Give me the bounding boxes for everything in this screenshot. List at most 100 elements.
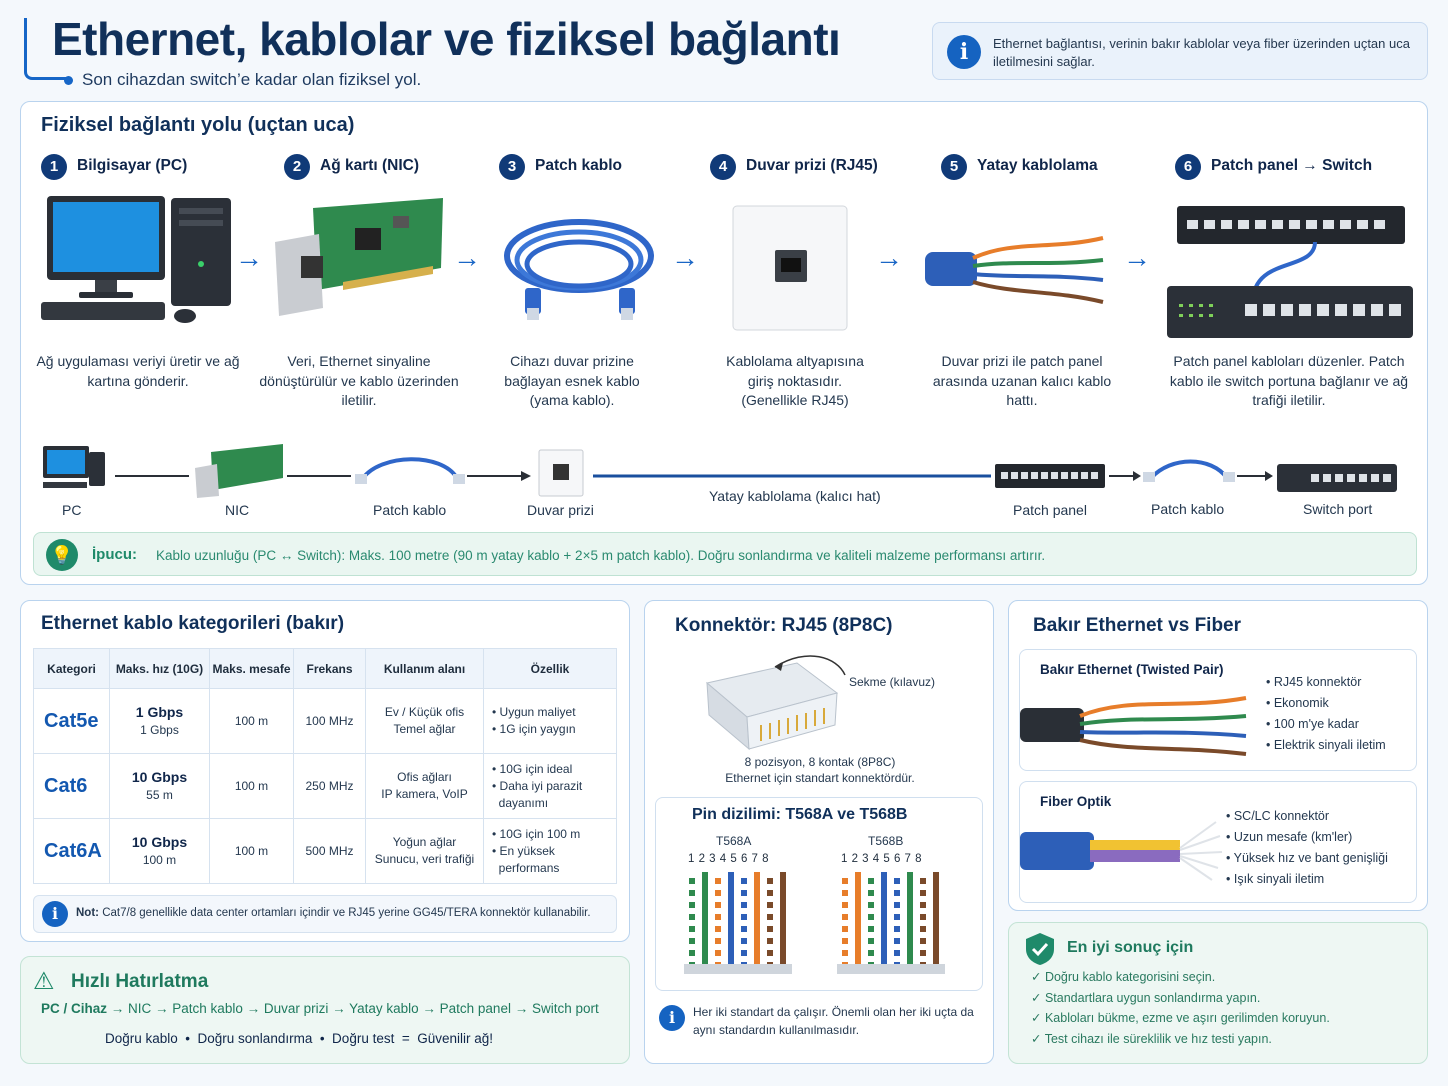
mini-label-patch-cable: Patch kablo	[373, 502, 447, 518]
column-header: Kategori	[33, 648, 110, 689]
note-label: Not:	[76, 907, 99, 919]
patch-cable-icon	[504, 219, 654, 320]
step-label: Patch kablo	[535, 157, 622, 174]
max-distance: 100 m	[209, 688, 294, 754]
copper-feature: • RJ45 konnektör	[1266, 675, 1362, 689]
feature-line: • En yüksek	[492, 843, 555, 858]
mini-label-patch-panel: Patch panel	[1013, 502, 1087, 518]
connector-desc-line: Ethernet için standart konnektördür.	[725, 771, 915, 785]
fiber-feature: • Işık sinyali iletim	[1226, 872, 1325, 886]
step-5-desc: Duvar prizi ile patch panel arasında uza…	[932, 353, 1112, 408]
step-number: 1	[41, 154, 67, 180]
mini-label-nic: NIC	[225, 502, 250, 518]
column-header: Özellik	[483, 648, 617, 689]
feature-line: dayanımı	[498, 795, 549, 810]
note-text: Cat7/8 genellikle data center ortamları …	[102, 907, 591, 919]
connector-desc-line: 8 pozisyon, 8 kontak (8P8C)	[744, 755, 896, 769]
physical-path-title: Fiziksel bağlantı yolu (uçtan uca)	[41, 114, 355, 136]
category-name: Cat6A	[33, 818, 110, 884]
copper-features: • RJ45 konnektör • Ekonomik • 100 m'ye k…	[1266, 672, 1386, 756]
features: • 10G için 100 m • En yüksek performans	[483, 818, 617, 884]
max-distance: 100 m	[209, 753, 294, 819]
speed-value: 10 Gbps	[131, 768, 188, 785]
mini-path-strip	[43, 444, 1397, 498]
physical-path-panel: Fiziksel bağlantı yolu (uçtan uca) 1 Bilg…	[20, 101, 1428, 585]
feature-line: performans	[498, 860, 560, 875]
checklist-item: ✓ Test cihazı ile süreklilik ve hız test…	[1031, 1031, 1272, 1046]
reminder-flow: PC / Cihaz → NIC → Patch kablo → Duvar p…	[41, 1001, 599, 1016]
features: • 10G için ideal• Daha iyi parazit dayan…	[483, 753, 617, 819]
usage-line: Sunucu, veri trafiği	[374, 852, 475, 866]
max-speed: 1 Gbps 1 Gbps	[109, 688, 210, 754]
mini-label-switch-port: Switch port	[1303, 501, 1373, 517]
step-number: 6	[1175, 154, 1201, 180]
t568b-pin-numbers: 1 2 3 4 5 6 7 8	[841, 853, 923, 865]
pinout-wires-diagram	[684, 872, 945, 974]
lightbulb-icon: 💡	[46, 539, 78, 571]
title-decoration	[24, 18, 70, 80]
shield-icon	[1026, 933, 1054, 965]
pinout-box: Pin dizilimi: T568A ve T568B T568A T568B…	[655, 797, 983, 991]
t568a-label: T568A	[716, 834, 752, 848]
copper-feature: • Ekonomik	[1266, 696, 1329, 710]
mini-label-patch-cable-2: Patch kablo	[1151, 501, 1225, 517]
fiber-feature: • Uzun mesafe (km'ler)	[1226, 830, 1353, 844]
frequency: 500 MHz	[293, 818, 366, 884]
checklist-item: ✓ Standartlara uygun sonlandırma yapın.	[1031, 990, 1261, 1005]
speed-value: 10 Gbps	[131, 833, 188, 850]
table-header-row: Kategori Maks. hız (10G) Maks. mesafe Fr…	[33, 648, 617, 689]
usage-line: Ev / Küçük ofis	[384, 705, 465, 719]
best-title: En iyi sonuç için	[1067, 939, 1194, 956]
fiber-optic-cable-icon	[1020, 821, 1223, 881]
fiber-feature: • SC/LC konnektör	[1226, 809, 1330, 823]
quick-reminder-panel: ⚠ Hızlı Hatırlatma PC / Cihaz → NIC → Pa…	[20, 956, 630, 1064]
category-note: i Not: Cat7/8 genellikle data center ort…	[33, 895, 617, 933]
usage-line: IP kamera, VoIP	[381, 787, 468, 801]
cable-category-table: Kategori Maks. hız (10G) Maks. mesafe Fr…	[33, 648, 617, 884]
flow-start: PC / Cihaz	[41, 1001, 108, 1016]
header-info-text: Ethernet bağlantısı, verinin bakır kablo…	[993, 36, 1410, 69]
fiber-title: Fiber Optik	[1040, 794, 1112, 809]
reminder-title: Hızlı Hatırlatma	[71, 971, 209, 992]
step-label: Ağ kartı (NIC)	[320, 157, 420, 174]
feature-line: • 10G için 100 m	[492, 826, 581, 841]
tab-label: Sekme (kılavuz)	[849, 675, 936, 689]
arrow-icon: →	[235, 242, 263, 273]
warning-icon: ⚠	[33, 968, 55, 995]
feature-line: • Uygun maliyet	[492, 705, 576, 719]
t568a-pin-numbers: 1 2 3 4 5 6 7 8	[688, 853, 770, 865]
tip-label: İpucu:	[92, 546, 137, 563]
info-icon: i	[947, 35, 981, 69]
reminder-line: Doğru kablo • Doğru sonlandırma • Doğru …	[105, 1031, 494, 1046]
tip-box: 💡 İpucu: Kablo uzunluğu (PC ↔ Switch): M…	[33, 532, 1417, 576]
copper-feature: • 100 m'ye kadar	[1266, 717, 1359, 731]
copper-box: Bakır Ethernet (Twisted Pair) • RJ45 kon…	[1019, 649, 1417, 771]
step-label: Bilgisayar (PC)	[77, 157, 188, 174]
frequency: 250 MHz	[293, 753, 366, 819]
speed-sub: 1 Gbps	[140, 722, 179, 737]
patch-panel-switch-icon	[1167, 206, 1413, 338]
connector-title: Konnektör: RJ45 (8P8C)	[675, 615, 893, 636]
step-number: 3	[499, 154, 525, 180]
fiber-features: • SC/LC konnektör • Uzun mesafe (km'ler)…	[1226, 806, 1388, 890]
usage-line: Ofis ağları	[397, 770, 452, 784]
cable-categories-panel: Ethernet kablo kategorileri (bakır) Kate…	[20, 600, 630, 942]
horizontal-cable-icon	[925, 236, 1104, 304]
copper-title: Bakır Ethernet (Twisted Pair)	[1040, 662, 1224, 677]
mini-label-wall-outlet: Duvar prizi	[527, 502, 594, 518]
arrow-icon: →	[875, 242, 903, 273]
t568b-label: T568B	[868, 834, 904, 848]
step-label: Patch panel → Switch	[1211, 157, 1373, 174]
checklist-item: ✓ Doğru kablo kategorisini seçin.	[1031, 970, 1216, 984]
pinout-note: Her iki standart da çalışır. Önemli olan…	[693, 1005, 974, 1037]
frequency: 100 MHz	[293, 688, 366, 754]
feature-line: • 10G için ideal	[492, 761, 573, 776]
arrow-icon: →	[1123, 242, 1151, 273]
speed-value: 1 Gbps	[135, 703, 184, 720]
